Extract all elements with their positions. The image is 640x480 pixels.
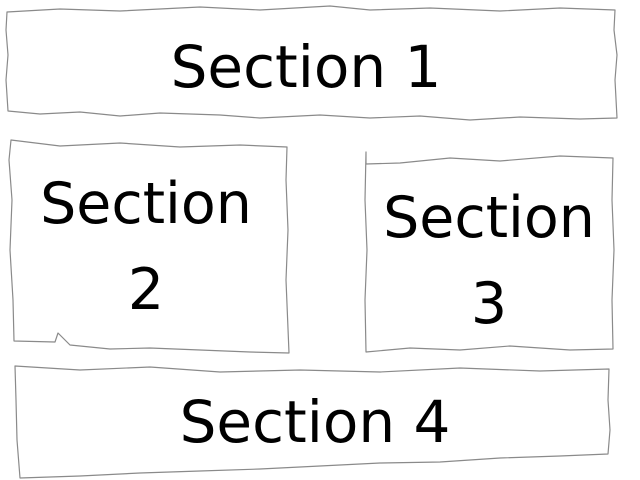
section-2-label-line1: Section — [40, 171, 252, 237]
section-2-label-line2: 2 — [127, 257, 165, 323]
section-4-box — [14, 365, 611, 479]
section-4-label: Section 4 — [179, 388, 451, 456]
section-3-label-line1: Section — [383, 185, 595, 251]
section-1-box — [5, 5, 618, 121]
section-3-label-line2: 3 — [470, 271, 508, 337]
section-2-box — [8, 139, 290, 354]
section-3-box — [364, 151, 615, 353]
section-1-label: Section 1 — [170, 33, 442, 101]
